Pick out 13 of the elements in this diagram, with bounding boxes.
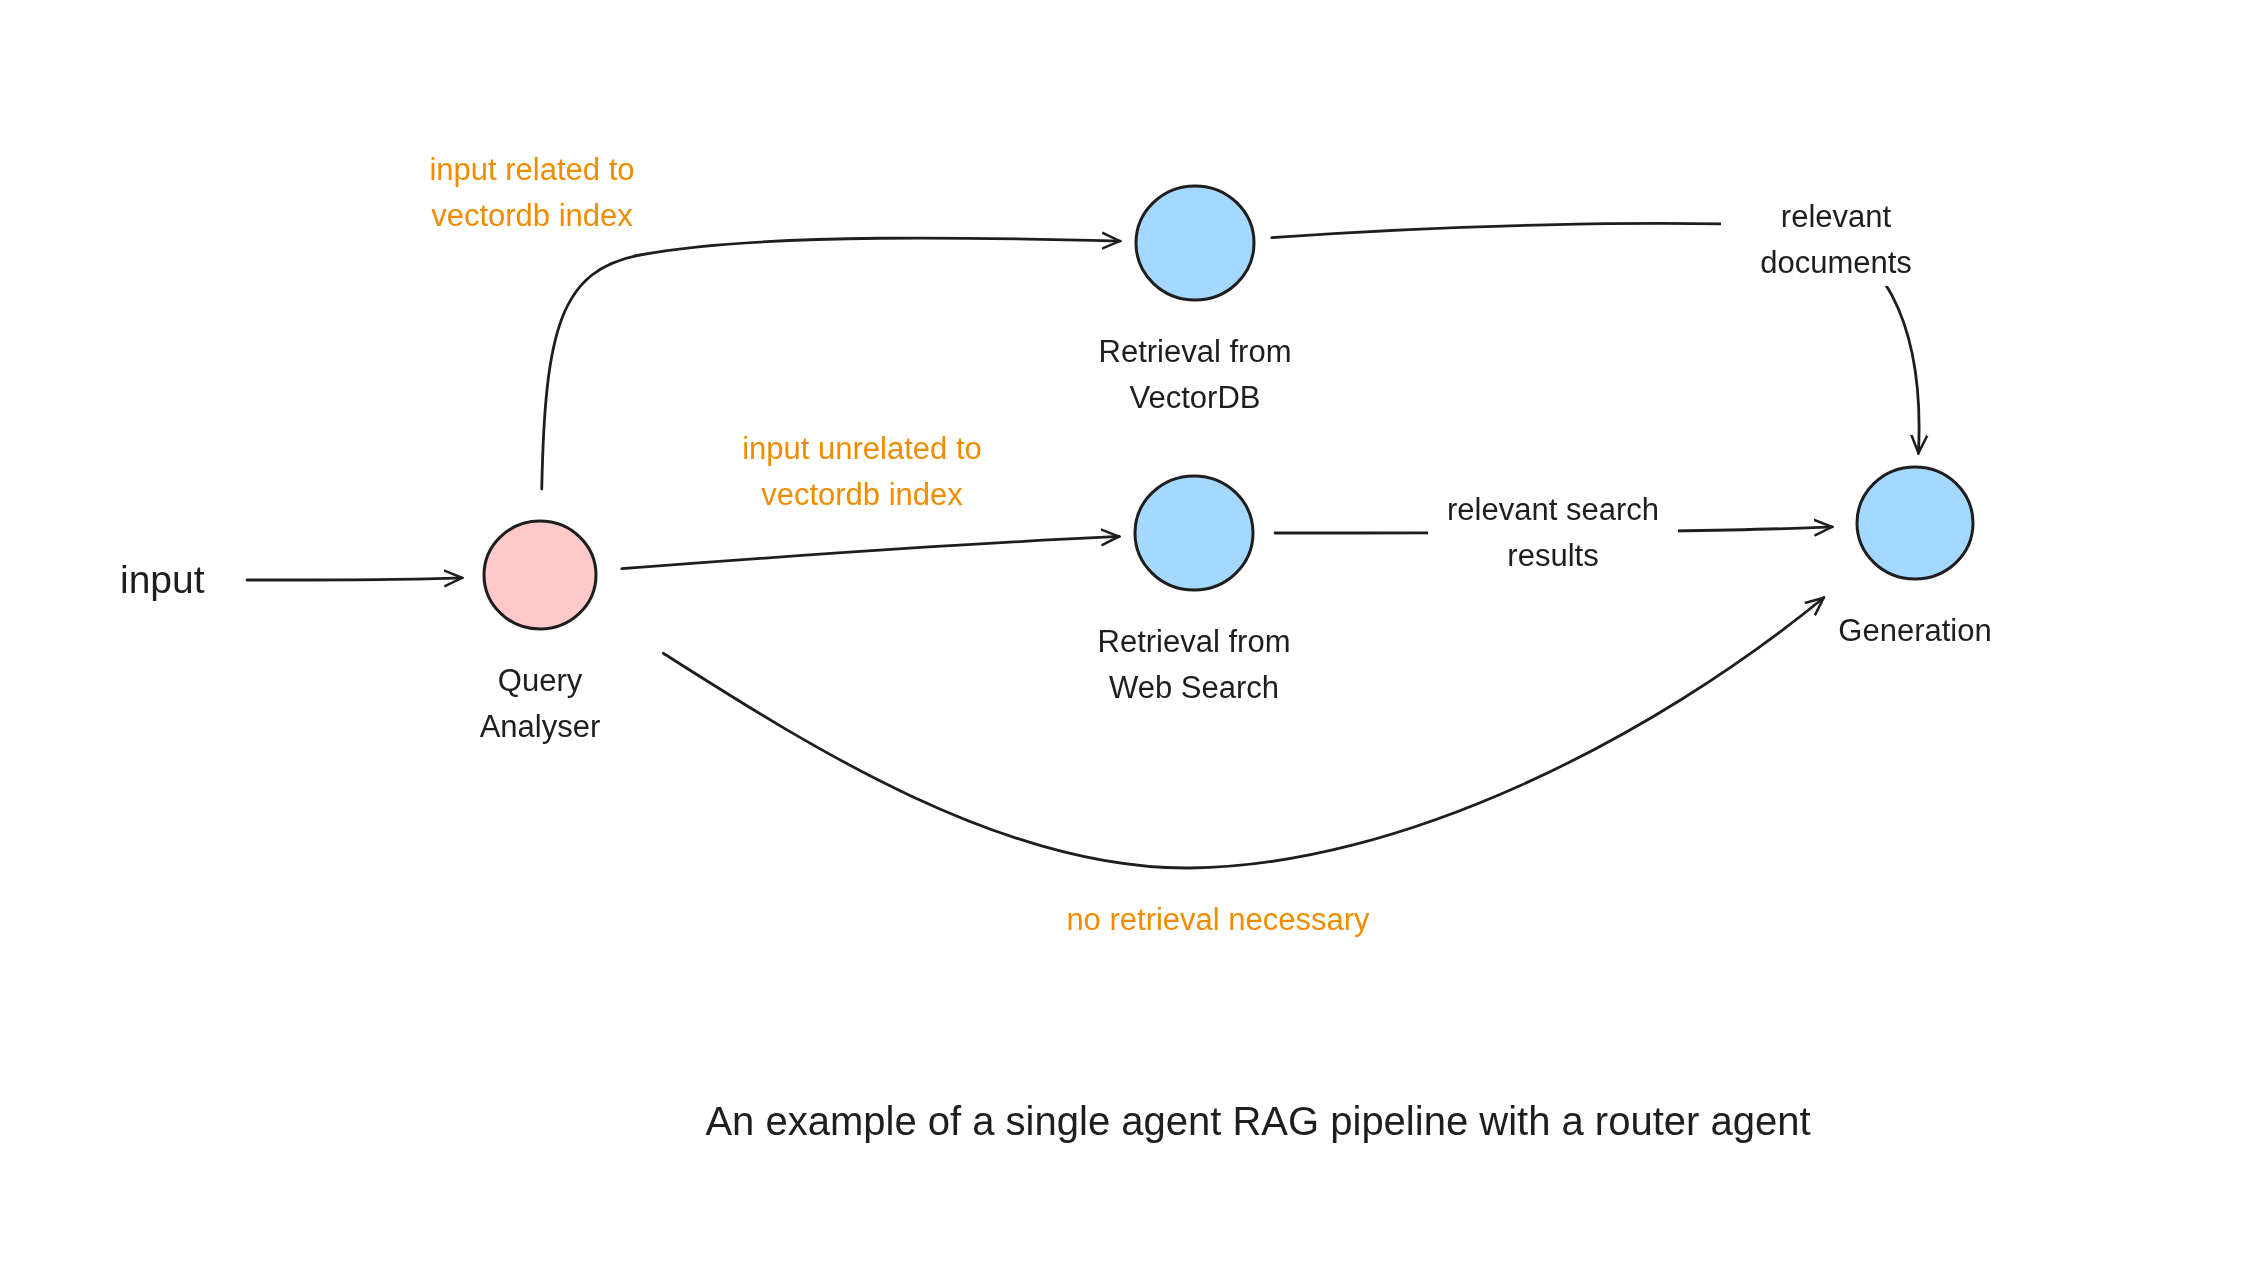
arrow: [245, 569, 464, 588]
edge-label: input unrelated to vectordb index: [741, 430, 983, 514]
node-label: Retrieval from Web Search: [1096, 623, 1292, 707]
node-label: Retrieval from VectorDB: [1097, 333, 1293, 417]
arrow: [540, 231, 1122, 491]
edge-label: input related to vectordb index: [428, 151, 636, 235]
arrow: [620, 528, 1121, 571]
node-label: Generation: [1837, 612, 1993, 650]
node-label: Query Analyser: [478, 662, 602, 746]
arrow: [661, 596, 1826, 870]
caption: An example of a single agent RAG pipeline with a router agent: [705, 1098, 1811, 1145]
input-label: input: [120, 555, 205, 605]
edge-label: no retrieval necessary: [1065, 901, 1371, 939]
